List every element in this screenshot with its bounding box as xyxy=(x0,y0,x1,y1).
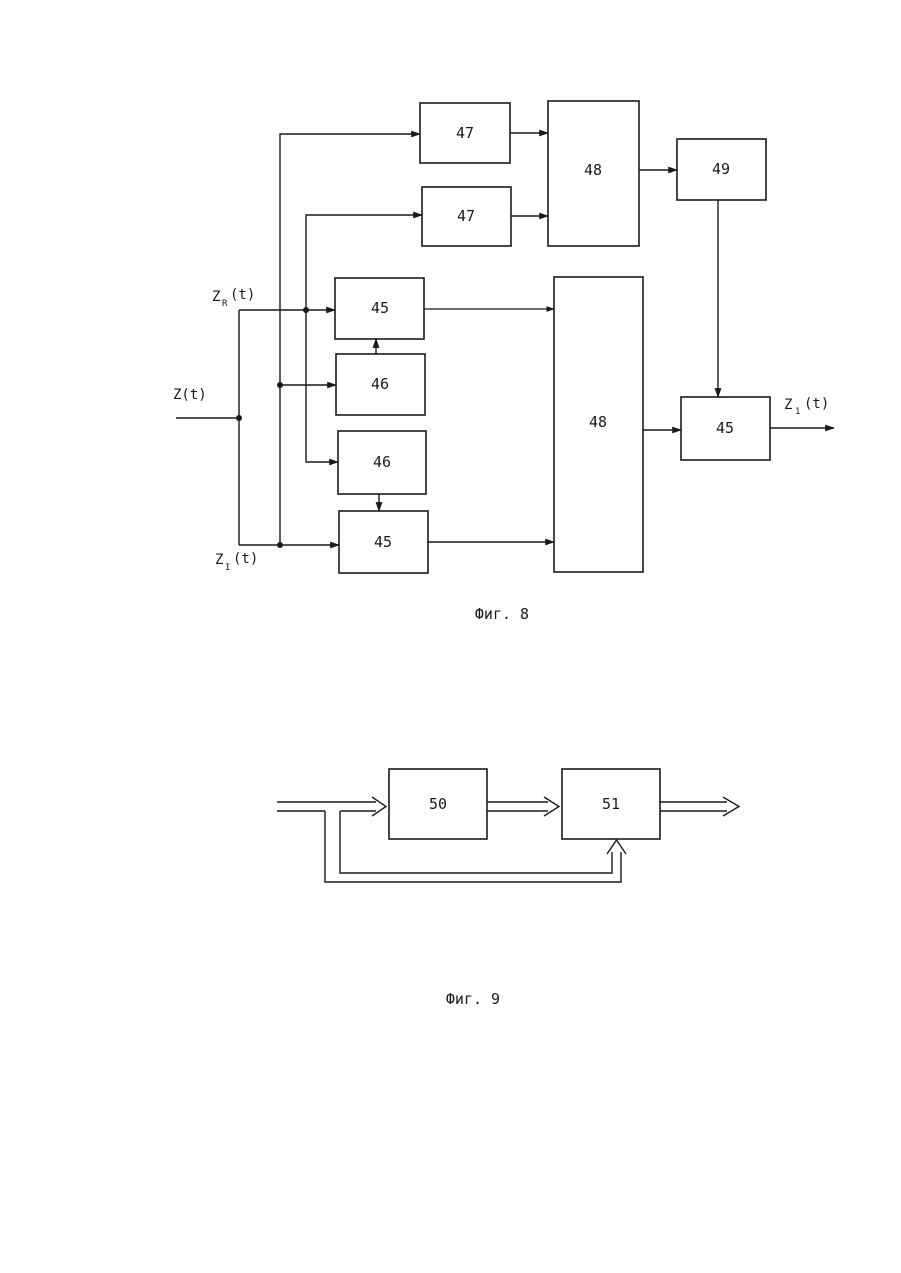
zr-label-main: Z xyxy=(212,289,220,305)
input-signal-label: Z(t) xyxy=(173,387,207,403)
bus-input-arrow xyxy=(277,797,386,816)
block-51: 51 xyxy=(562,769,660,839)
block-45-lower: 45 xyxy=(339,511,428,573)
zi-label-tail: (t) xyxy=(233,551,258,567)
figure-8-caption: Фиг. 8 xyxy=(475,605,529,623)
figure-9: 50 51 Фиг. 9 xyxy=(277,769,739,1008)
block-45-upper: 45 xyxy=(335,278,424,339)
block-47-bottom: 47 xyxy=(422,187,511,246)
figure-8: 47 47 48 49 45 46 46 45 xyxy=(173,101,834,623)
zr-label-sub: R xyxy=(222,299,228,309)
bus-output-arrow xyxy=(660,797,739,816)
block-50: 50 xyxy=(389,769,487,839)
block-51-label: 51 xyxy=(602,795,620,813)
block-45-output: 45 xyxy=(681,397,770,460)
zi-label-main: Z xyxy=(215,552,223,568)
junction-dot xyxy=(277,382,283,388)
block-48-top-label: 48 xyxy=(584,161,602,179)
output-label-tail: (t) xyxy=(804,396,829,412)
zi-label: Z I (t) xyxy=(215,551,258,573)
block-47-bottom-label: 47 xyxy=(457,207,475,225)
block-46-upper: 46 xyxy=(336,354,425,415)
zr-label: Z R (t) xyxy=(212,287,255,309)
block-46-upper-label: 46 xyxy=(371,375,389,393)
block-50-label: 50 xyxy=(429,795,447,813)
block-47-top-label: 47 xyxy=(456,124,474,142)
block-47-top: 47 xyxy=(420,103,510,163)
bus-50-to-51-arrow xyxy=(487,797,559,816)
block-48-bottom-label: 48 xyxy=(589,413,607,431)
block-48-top: 48 xyxy=(548,101,639,246)
block-48-bottom: 48 xyxy=(554,277,643,572)
block-49: 49 xyxy=(677,139,766,200)
block-45-lower-label: 45 xyxy=(374,533,392,551)
output-label-sub: 1 xyxy=(795,407,800,417)
line-to-46-lower xyxy=(306,310,338,462)
output-label: Z 1 (t) xyxy=(784,396,829,417)
zi-label-sub: I xyxy=(225,563,230,573)
block-45-output-label: 45 xyxy=(716,419,734,437)
block-45-upper-label: 45 xyxy=(371,299,389,317)
figure-9-caption: Фиг. 9 xyxy=(446,990,500,1008)
block-49-label: 49 xyxy=(712,160,730,178)
output-label-main: Z xyxy=(784,397,792,413)
block-46-lower-label: 46 xyxy=(373,453,391,471)
zr-label-tail: (t) xyxy=(230,287,255,303)
block-46-lower: 46 xyxy=(338,431,426,494)
